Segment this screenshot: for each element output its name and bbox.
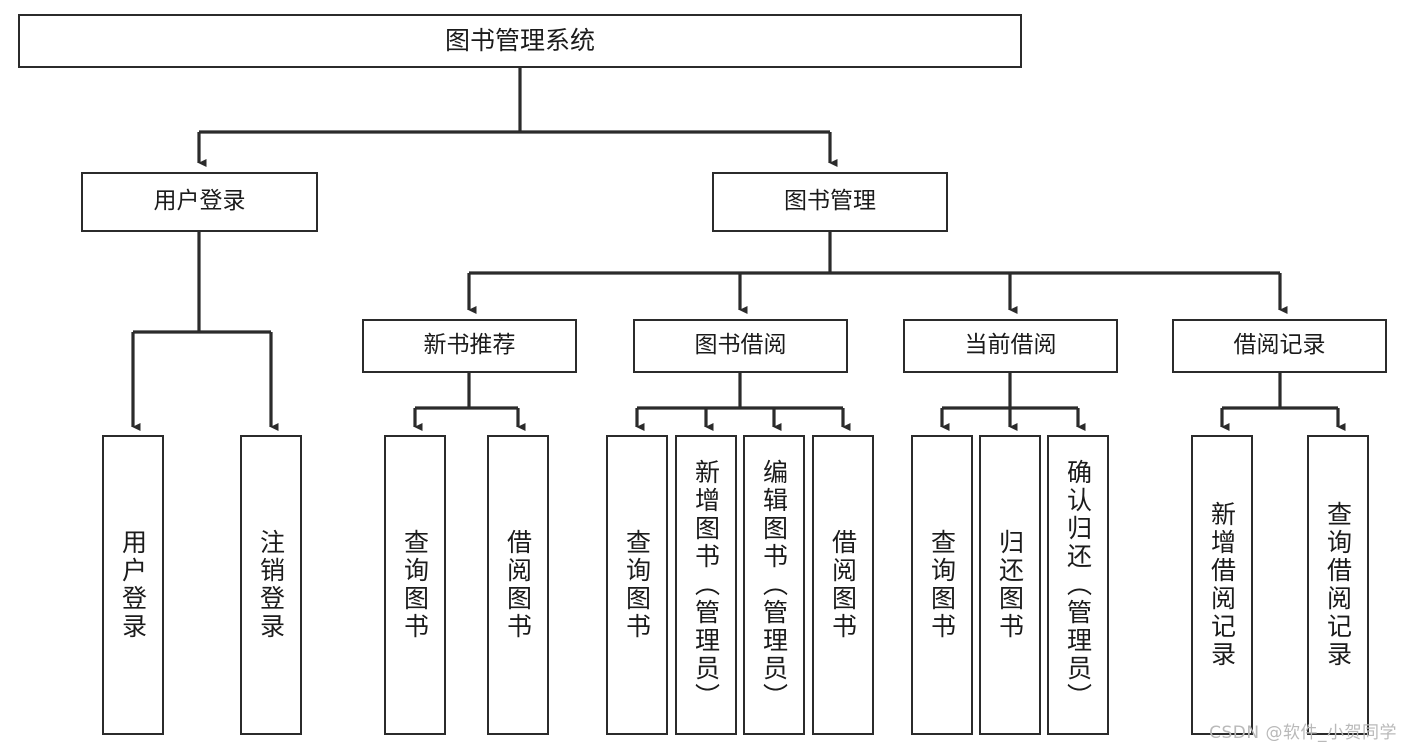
node-leaf-add-book-label: 新增图书（管理员） bbox=[691, 459, 721, 711]
node-leaf-add-book[interactable]: 新增图书（管理员） bbox=[675, 435, 737, 735]
node-leaf-query-book-1-label: 查询图书 bbox=[400, 529, 430, 641]
node-book-manage-label: 图书管理 bbox=[784, 188, 876, 215]
node-leaf-query-book-1[interactable]: 查询图书 bbox=[384, 435, 446, 735]
node-book-borrow-label: 图书借阅 bbox=[694, 332, 787, 359]
node-leaf-query-record[interactable]: 查询借阅记录 bbox=[1307, 435, 1369, 735]
node-leaf-return-book[interactable]: 归还图书 bbox=[979, 435, 1041, 735]
node-leaf-edit-book[interactable]: 编辑图书（管理员） bbox=[743, 435, 805, 735]
node-leaf-logout[interactable]: 注销登录 bbox=[240, 435, 302, 735]
node-leaf-add-record-label: 新增借阅记录 bbox=[1207, 501, 1237, 669]
node-user-login-label: 用户登录 bbox=[153, 188, 246, 215]
node-current-borrow-label: 当前借阅 bbox=[964, 332, 1057, 359]
node-root-label: 图书管理系统 bbox=[444, 26, 595, 56]
node-leaf-borrow-book-2-label: 借阅图书 bbox=[828, 529, 858, 641]
node-current-borrow[interactable]: 当前借阅 bbox=[903, 319, 1118, 373]
node-leaf-confirm-return-label: 确认归还（管理员） bbox=[1063, 459, 1093, 711]
node-leaf-logout-label: 注销登录 bbox=[256, 529, 286, 641]
node-borrow-record[interactable]: 借阅记录 bbox=[1172, 319, 1387, 373]
node-leaf-borrow-book-1[interactable]: 借阅图书 bbox=[487, 435, 549, 735]
node-leaf-return-book-label: 归还图书 bbox=[995, 529, 1025, 641]
node-leaf-query-book-2-label: 查询图书 bbox=[622, 529, 652, 641]
node-new-book-rec-label: 新书推荐 bbox=[423, 332, 516, 359]
node-leaf-query-book-3-label: 查询图书 bbox=[927, 529, 957, 641]
node-leaf-query-book-2[interactable]: 查询图书 bbox=[606, 435, 668, 735]
node-book-manage[interactable]: 图书管理 bbox=[712, 172, 948, 232]
node-book-borrow[interactable]: 图书借阅 bbox=[633, 319, 848, 373]
node-leaf-user-login-label: 用户登录 bbox=[118, 529, 148, 641]
node-leaf-confirm-return[interactable]: 确认归还（管理员） bbox=[1047, 435, 1109, 735]
node-leaf-user-login[interactable]: 用户登录 bbox=[102, 435, 164, 735]
node-user-login[interactable]: 用户登录 bbox=[81, 172, 318, 232]
node-leaf-add-record[interactable]: 新增借阅记录 bbox=[1191, 435, 1253, 735]
node-root[interactable]: 图书管理系统 bbox=[18, 14, 1022, 68]
node-new-book-rec[interactable]: 新书推荐 bbox=[362, 319, 577, 373]
node-leaf-borrow-book-1-label: 借阅图书 bbox=[503, 529, 533, 641]
node-leaf-edit-book-label: 编辑图书（管理员） bbox=[759, 459, 789, 711]
node-borrow-record-label: 借阅记录 bbox=[1233, 332, 1326, 359]
node-leaf-query-record-label: 查询借阅记录 bbox=[1323, 501, 1353, 669]
node-leaf-borrow-book-2[interactable]: 借阅图书 bbox=[812, 435, 874, 735]
watermark-text: CSDN @软件_小贺同学 bbox=[1209, 723, 1397, 743]
node-leaf-query-book-3[interactable]: 查询图书 bbox=[911, 435, 973, 735]
